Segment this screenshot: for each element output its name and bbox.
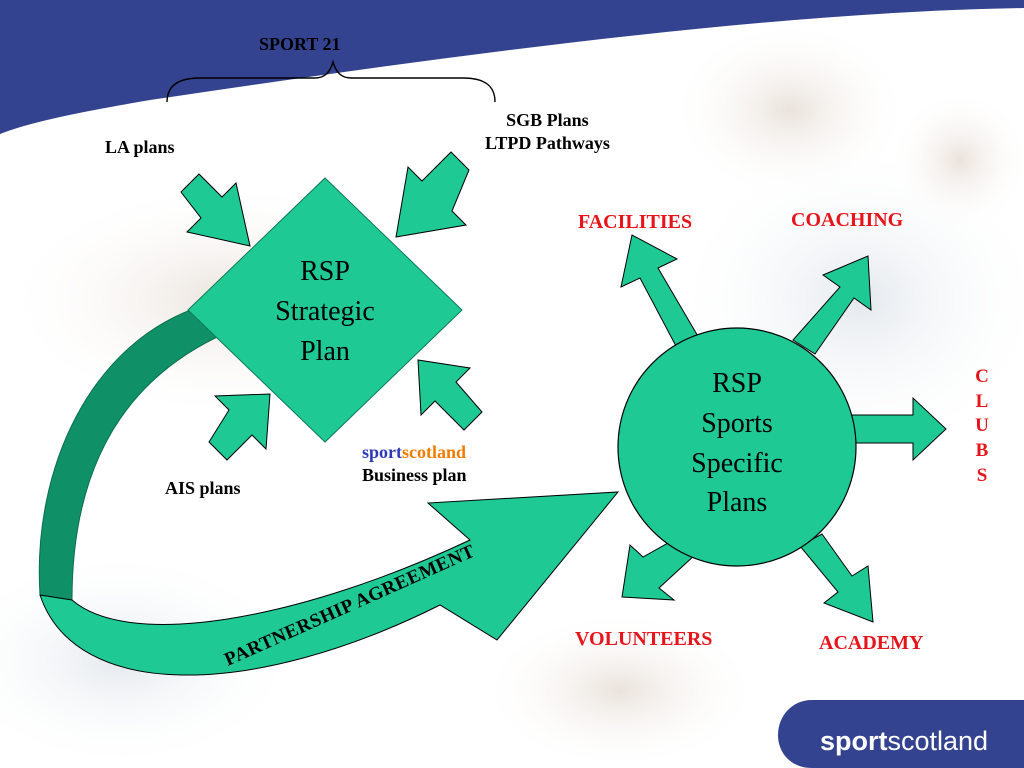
- arrow-facilities: [620, 234, 700, 349]
- clubs-letter: S: [976, 464, 988, 486]
- hub-line-1: RSP: [712, 368, 762, 399]
- strategic-plan-diamond: [187, 177, 463, 443]
- clubs-label: C L U B S: [971, 365, 993, 488]
- arrow-volunteers: [621, 537, 698, 601]
- sport21-title: SPORT 21: [259, 34, 341, 54]
- strategic-line-2: Strategic: [275, 295, 375, 327]
- clubs-letter: L: [975, 390, 989, 412]
- sgb-plans-label: SGB Plans LTPD Pathways: [485, 109, 610, 154]
- la-plans-label: LA plans: [105, 137, 175, 157]
- wordmark-scotland: scotland: [402, 442, 467, 462]
- top-banner: [0, 0, 1024, 134]
- sportscotland-logo: sportscotland: [820, 726, 988, 757]
- coaching-label: COACHING: [791, 209, 904, 231]
- business-plan-text: Business plan: [362, 464, 467, 485]
- clubs-letter: B: [975, 440, 989, 462]
- arrow-sgb-plans: [395, 151, 470, 238]
- sport21-brace: [166, 59, 496, 103]
- arrow-business-plan: [417, 359, 483, 431]
- logo-sport: sport: [820, 726, 888, 756]
- hub-line-2: Sports: [701, 407, 773, 439]
- clubs-letter: C: [975, 366, 989, 387]
- partnership-arrow: [39, 491, 620, 676]
- academy-label: ACADEMY: [819, 632, 924, 654]
- clubs-letter: U: [975, 415, 989, 437]
- sports-specific-text: RSP Sports Specific Plans: [657, 364, 817, 523]
- volunteers-label: VOLUNTEERS: [575, 628, 713, 650]
- business-plan-label: sportscotland Business plan: [362, 441, 467, 486]
- strategic-line-3: Plan: [300, 335, 350, 367]
- strategic-line-1: RSP: [300, 256, 350, 287]
- hub-line-3: Specific: [691, 447, 783, 479]
- sportscotland-wordmark: sportscotland: [362, 441, 467, 464]
- sports-specific-hub: [617, 327, 857, 567]
- strategic-plan-text: RSP Strategic Plan: [234, 252, 416, 371]
- hub-line-4: Plans: [706, 487, 768, 519]
- arrow-ais-plans: [208, 393, 271, 461]
- ltpd-line-2: LTPD Pathways: [485, 132, 610, 153]
- facilities-label: FACILITIES: [578, 211, 693, 233]
- arrow-clubs: [851, 396, 947, 462]
- wordmark-sport: sport: [362, 442, 402, 462]
- ais-plans-label: AIS plans: [165, 478, 241, 498]
- logo-banner: [778, 700, 1024, 768]
- arrow-coaching: [792, 255, 872, 355]
- logo-scotland: scotland: [887, 726, 989, 756]
- sgb-line-1: SGB Plans: [506, 110, 589, 130]
- arrow-academy: [799, 533, 874, 623]
- arrow-la-plans: [180, 173, 251, 247]
